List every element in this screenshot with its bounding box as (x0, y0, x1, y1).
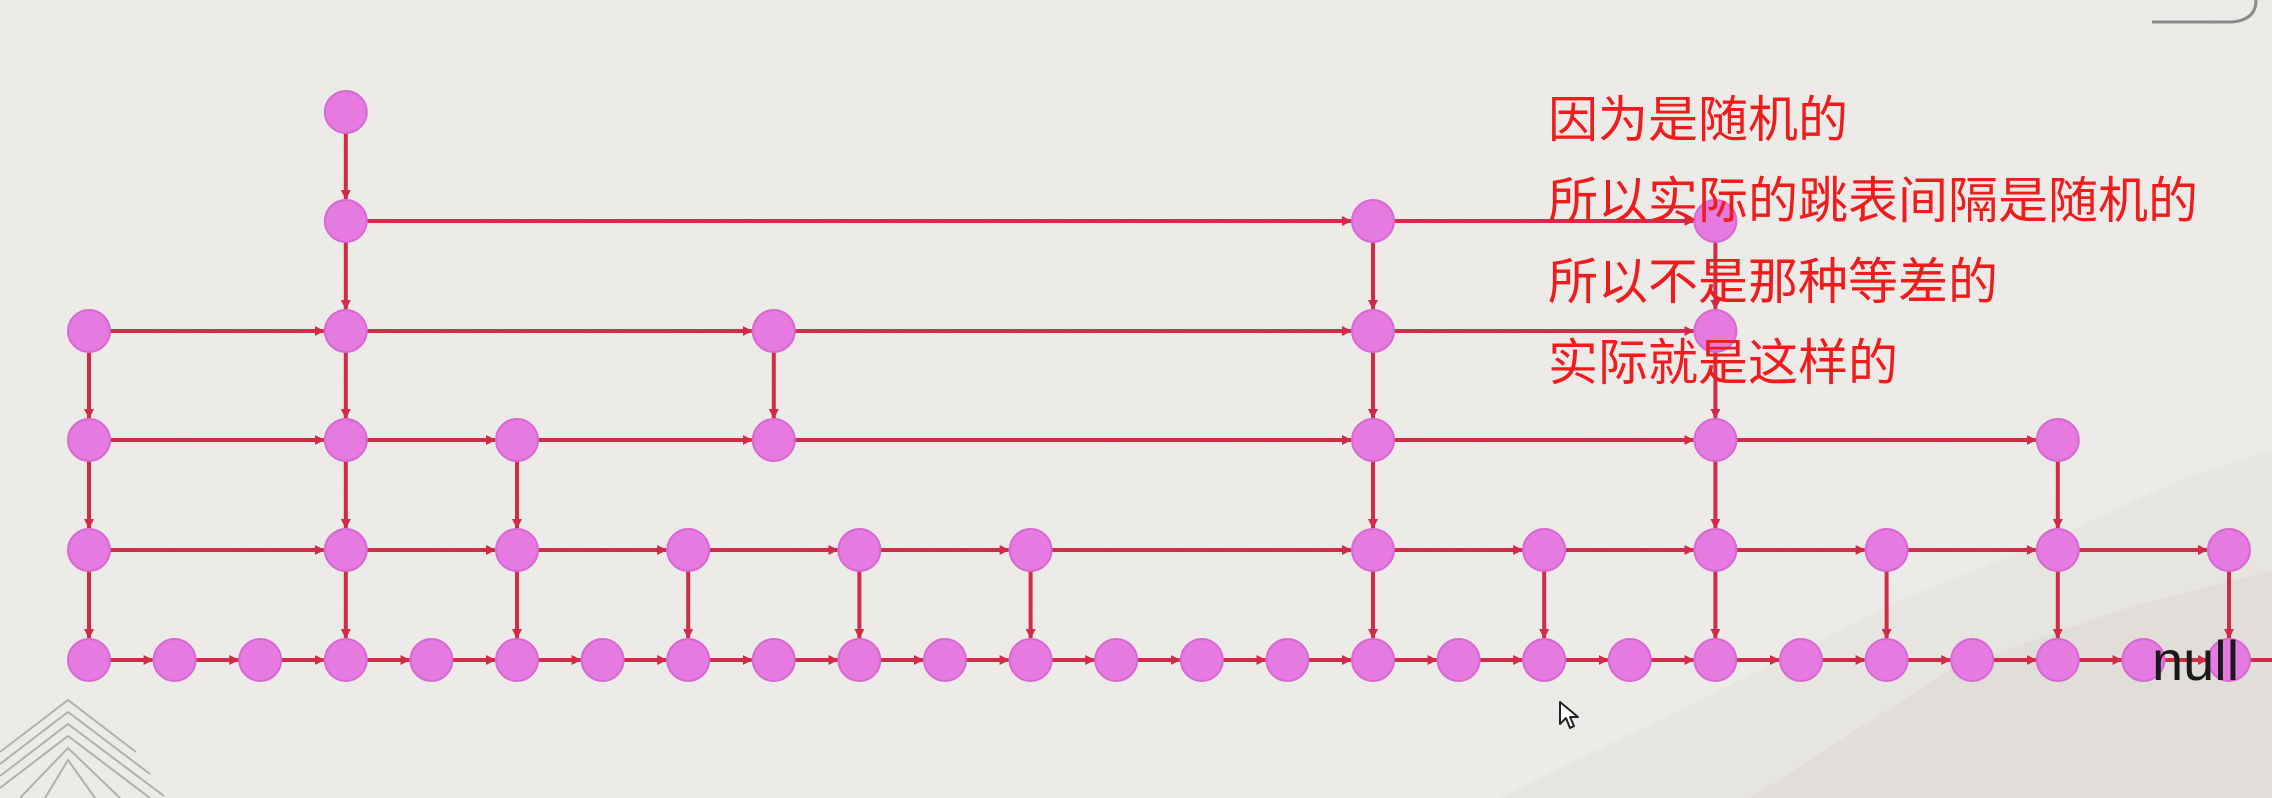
node-l5-19 (1693, 199, 1738, 243)
node-l1-14 (1265, 638, 1310, 682)
node-l4-15 (1351, 309, 1395, 353)
node-l3-0 (67, 418, 111, 462)
nodes (67, 90, 2251, 682)
node-l1-7 (666, 638, 711, 682)
node-l1-20 (1779, 638, 1823, 682)
node-l2-19 (1693, 528, 1738, 572)
edges (84, 133, 2272, 665)
node-l1-15 (1351, 638, 1395, 682)
node-l5-3 (323, 199, 368, 243)
node-l2-17 (1522, 528, 1567, 572)
node-l1-12 (1094, 638, 1139, 682)
node-l1-18 (1607, 638, 1652, 682)
node-l1-13 (1179, 638, 1224, 682)
node-l1-4 (409, 638, 454, 682)
annotation-line-3: 所以不是那种等差的 (1548, 253, 1998, 311)
node-l4-19 (1693, 309, 1738, 353)
node-l2-25 (2207, 528, 2251, 572)
node-l1-17 (1522, 638, 1567, 682)
node-l2-7 (666, 528, 711, 572)
node-l1-2 (238, 638, 283, 682)
annotation-line-2: 所以实际的跳表间隔是随机的 (1548, 172, 2198, 230)
node-l1-19 (1693, 638, 1738, 682)
node-l3-23 (2035, 418, 2080, 462)
node-l6-3 (323, 90, 368, 134)
node-l4-3 (323, 309, 368, 353)
node-l2-3 (323, 528, 368, 572)
node-l2-5 (495, 528, 539, 572)
node-l2-0 (67, 528, 111, 572)
node-l1-3 (323, 638, 368, 682)
node-l1-6 (580, 638, 625, 682)
node-l4-0 (67, 309, 111, 353)
annotation-line-4: 实际就是这样的 (1548, 334, 1898, 392)
node-l1-25 (2207, 638, 2251, 682)
node-l3-5 (495, 418, 539, 462)
node-l1-11 (1008, 638, 1053, 682)
node-l1-5 (495, 638, 539, 682)
node-l1-9 (837, 638, 882, 682)
node-l3-3 (323, 418, 368, 462)
node-l1-10 (923, 638, 967, 682)
node-l3-19 (1693, 418, 1738, 462)
node-l1-22 (1950, 638, 1995, 682)
node-l2-11 (1008, 528, 1053, 572)
null-label: null (2152, 629, 2240, 692)
node-l1-8 (751, 638, 796, 682)
node-l3-8 (751, 418, 796, 462)
node-l5-15 (1351, 199, 1395, 243)
node-l3-15 (1351, 418, 1395, 462)
mouse-cursor-icon (1559, 701, 1579, 729)
node-l2-9 (837, 528, 882, 572)
node-l2-21 (1864, 528, 1909, 572)
node-l1-1 (152, 638, 197, 682)
node-l1-21 (1864, 638, 1909, 682)
corner-pattern (0, 698, 165, 798)
node-l4-8 (751, 309, 796, 353)
annotation-line-1: 因为是随机的 (1548, 91, 1848, 149)
node-l1-16 (1436, 638, 1481, 682)
corner-tab (2152, 0, 2258, 24)
node-l1-24 (2121, 638, 2166, 682)
node-l2-23 (2035, 528, 2080, 572)
node-l1-0 (67, 638, 111, 682)
node-l2-15 (1351, 528, 1395, 572)
node-l1-23 (2035, 638, 2080, 682)
annotation-text: 因为是随机的 所以实际的跳表间隔是随机的 所以不是那种等差的 实际就是这样的 (1548, 80, 2198, 404)
